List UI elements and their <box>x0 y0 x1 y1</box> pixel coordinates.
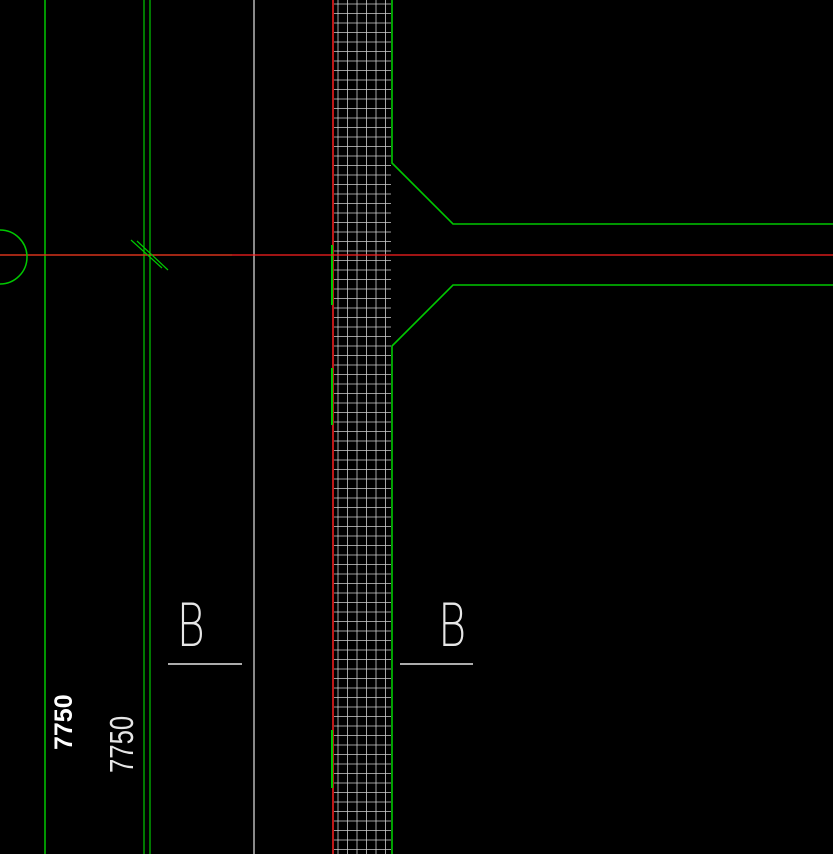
break-mark-1 <box>130 239 163 269</box>
break-mark-2 <box>136 240 169 271</box>
beam-outline-upper <box>391 0 833 225</box>
section-mark-left: B <box>177 591 205 661</box>
beam-outline-lower <box>391 284 833 854</box>
dimension-text-bold: 7750 <box>50 694 78 750</box>
dimension-text-thin: 7750 <box>104 716 141 773</box>
axis-bubble <box>0 229 28 285</box>
hatched-column <box>334 0 391 854</box>
section-mark-right: B <box>438 591 466 661</box>
